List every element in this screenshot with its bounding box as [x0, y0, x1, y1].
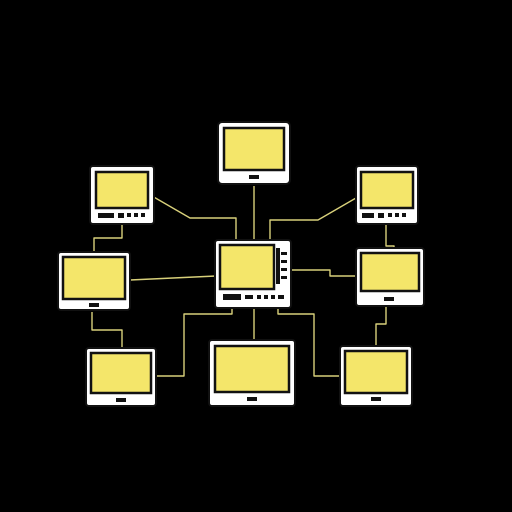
connector-hub-middle-left: [129, 275, 217, 281]
monitor-bottom-right: [339, 345, 413, 407]
device-detail: [247, 397, 257, 401]
connector-hub-top-right: [269, 197, 357, 242]
monitor-screen: [359, 251, 421, 293]
device-detail: [278, 295, 284, 299]
device-detail: [245, 295, 253, 299]
device-detail: [89, 303, 99, 307]
device-detail: [384, 297, 394, 301]
monitor-screen: [343, 349, 409, 395]
device-detail: [257, 295, 261, 299]
device-detail: [271, 295, 275, 299]
terminal-top-left: [89, 165, 155, 225]
monitor-screen: [89, 351, 153, 395]
device-detail: [276, 248, 280, 284]
monitor-screen: [213, 344, 291, 394]
monitor-screen: [222, 126, 286, 172]
device-detail: [264, 295, 268, 299]
device-detail: [118, 213, 124, 218]
terminal-screen: [359, 170, 415, 210]
device-detail: [395, 213, 399, 217]
connector-hub-bottom-right: [277, 306, 342, 377]
monitor-bottom-center: [208, 339, 296, 407]
device-detail: [141, 213, 145, 217]
device-detail: [281, 260, 287, 263]
connector-lines: [91, 186, 395, 377]
device-detail: [281, 252, 287, 255]
connector-top-left-down: [93, 222, 123, 256]
connector-middle-left-down: [91, 312, 123, 350]
device-detail: [127, 213, 131, 217]
terminal-top-right: [355, 165, 419, 225]
device-detail: [281, 276, 287, 279]
device-detail: [378, 213, 384, 218]
device-detail: [371, 397, 381, 401]
device-detail: [249, 175, 259, 179]
device-detail: [223, 294, 241, 300]
monitor-middle-left: [57, 251, 131, 311]
central-hub-device: [214, 239, 292, 309]
connector-hub-bottom-left: [156, 306, 233, 377]
device-detail: [116, 398, 126, 402]
monitor-screen: [61, 255, 127, 301]
monitor-top-center: [217, 121, 291, 185]
device-detail: [134, 213, 138, 217]
hub-screen: [218, 243, 276, 291]
monitor-bottom-left: [85, 347, 157, 407]
device-detail: [388, 213, 392, 217]
device-detail: [402, 213, 406, 217]
connector-hub-top-left: [151, 195, 237, 242]
device-detail: [281, 268, 287, 271]
device-detail: [98, 213, 114, 218]
device-detail: [362, 213, 374, 218]
terminal-screen: [94, 170, 150, 210]
connector-hub-middle-right: [290, 269, 356, 277]
monitor-middle-right: [355, 247, 425, 307]
connector-middle-right-down: [375, 306, 387, 348]
